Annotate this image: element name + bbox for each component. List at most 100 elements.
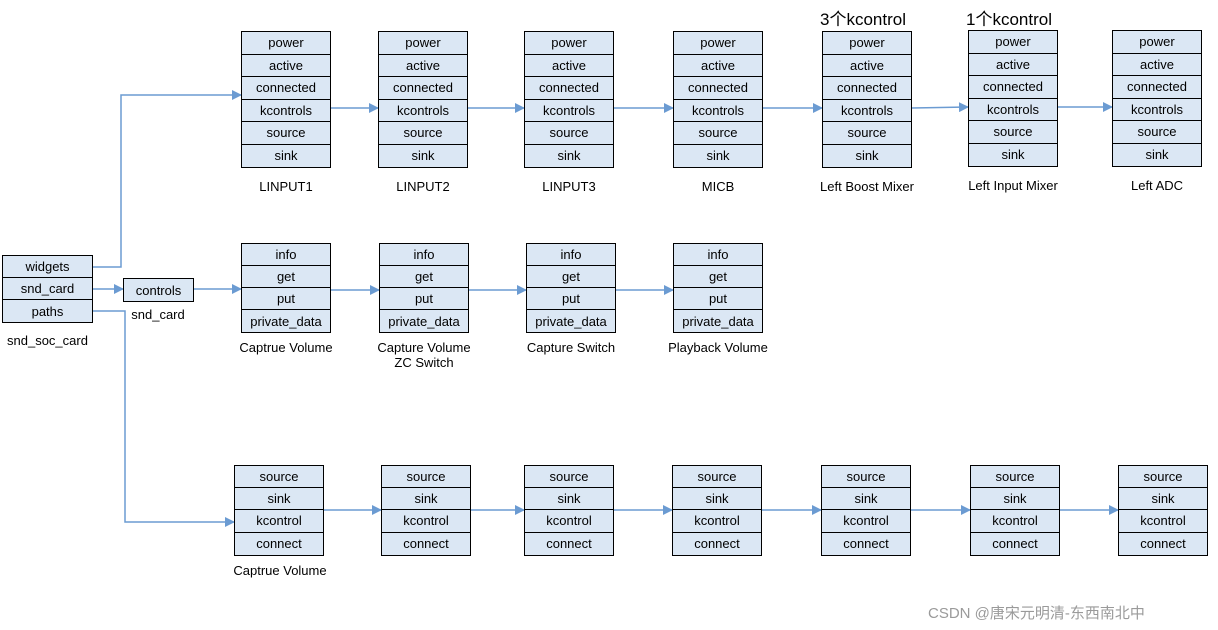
field-kcontrol: kcontrol <box>822 510 910 533</box>
field-sink: sink <box>379 144 467 167</box>
field-connected: connected <box>969 76 1057 99</box>
field-power: power <box>525 32 613 55</box>
field-info: info <box>242 244 330 266</box>
field-info: info <box>527 244 615 266</box>
field-sink: sink <box>382 488 470 511</box>
field-sink: sink <box>242 144 330 167</box>
field-connected: connected <box>525 77 613 100</box>
field-get: get <box>242 266 330 288</box>
widget-label: LINPUT3 <box>542 179 596 194</box>
field-kcontrol: kcontrol <box>525 510 613 533</box>
field-source: source <box>525 466 613 489</box>
path-label: Captrue Volume <box>233 563 327 578</box>
field-active: active <box>674 54 762 77</box>
field-kcontrol: kcontrol <box>971 510 1059 533</box>
field-connected: connected <box>1113 76 1201 99</box>
field-active: active <box>379 54 467 77</box>
field-kcontrol: kcontrol <box>235 510 323 533</box>
field-get: get <box>527 266 615 288</box>
field-put: put <box>380 288 468 310</box>
field-connect: connect <box>1119 532 1207 555</box>
field-power: power <box>969 31 1057 54</box>
kcontrol-label: Captrue Volume <box>239 340 333 355</box>
connector-arrow <box>93 90 242 268</box>
field-source: source <box>673 466 761 489</box>
field-connect: connect <box>673 532 761 555</box>
kcontrol-count-note: 1个kcontrol <box>966 10 1052 29</box>
field-kcontrols: kcontrols <box>242 99 330 122</box>
field-power: power <box>1113 31 1201 54</box>
field-power: power <box>823 32 911 55</box>
field-put: put <box>527 288 615 310</box>
field-power: power <box>379 32 467 55</box>
field-sink: sink <box>235 488 323 511</box>
field-private-data: private_data <box>674 310 762 332</box>
field-power: power <box>674 32 762 55</box>
field-source: source <box>971 466 1059 489</box>
snd-soc-card-label: snd_soc_card <box>7 333 88 348</box>
field-put: put <box>674 288 762 310</box>
widget-label: LINPUT1 <box>259 179 313 194</box>
widget-label: LINPUT2 <box>396 179 450 194</box>
field-info: info <box>674 244 762 266</box>
field-kcontrol: kcontrol <box>673 510 761 533</box>
field-connect: connect <box>822 532 910 555</box>
field-source: source <box>969 121 1057 144</box>
field-kcontrols: kcontrols <box>674 99 762 122</box>
field-sink: sink <box>1113 143 1201 166</box>
field-connected: connected <box>242 77 330 100</box>
field-source: source <box>235 466 323 489</box>
field-connected: connected <box>379 77 467 100</box>
widget-label: MICB <box>701 179 735 194</box>
field-sink: sink <box>822 488 910 511</box>
field-active: active <box>1113 53 1201 76</box>
field-snd-card: snd_card <box>3 278 92 300</box>
field-kcontrol: kcontrol <box>382 510 470 533</box>
field-source: source <box>1113 121 1201 144</box>
field-connect: connect <box>971 532 1059 555</box>
field-sink: sink <box>1119 488 1207 511</box>
widget-label: Left Boost Mixer <box>820 179 914 194</box>
field-kcontrols: kcontrols <box>823 99 911 122</box>
kcontrol-count-note: 3个kcontrol <box>820 10 906 29</box>
field-sink: sink <box>969 143 1057 166</box>
field-source: source <box>1119 466 1207 489</box>
field-connected: connected <box>823 77 911 100</box>
field-paths: paths <box>3 300 92 322</box>
field-get: get <box>674 266 762 288</box>
snd-card-label: snd_card <box>131 307 185 322</box>
field-sink: sink <box>673 488 761 511</box>
field-kcontrols: kcontrols <box>969 98 1057 121</box>
field-controls: controls <box>124 279 193 301</box>
field-kcontrols: kcontrols <box>379 99 467 122</box>
field-source: source <box>379 122 467 145</box>
field-active: active <box>969 53 1057 76</box>
field-sink: sink <box>525 488 613 511</box>
field-connect: connect <box>235 532 323 555</box>
field-get: get <box>380 266 468 288</box>
field-private-data: private_data <box>242 310 330 332</box>
field-source: source <box>822 466 910 489</box>
field-private-data: private_data <box>380 310 468 332</box>
field-source: source <box>242 122 330 145</box>
field-private-data: private_data <box>527 310 615 332</box>
widget-label: Left Input Mixer <box>968 178 1058 193</box>
field-put: put <box>242 288 330 310</box>
field-kcontrols: kcontrols <box>525 99 613 122</box>
field-active: active <box>242 54 330 77</box>
kcontrol-label: Playback Volume <box>668 340 768 355</box>
